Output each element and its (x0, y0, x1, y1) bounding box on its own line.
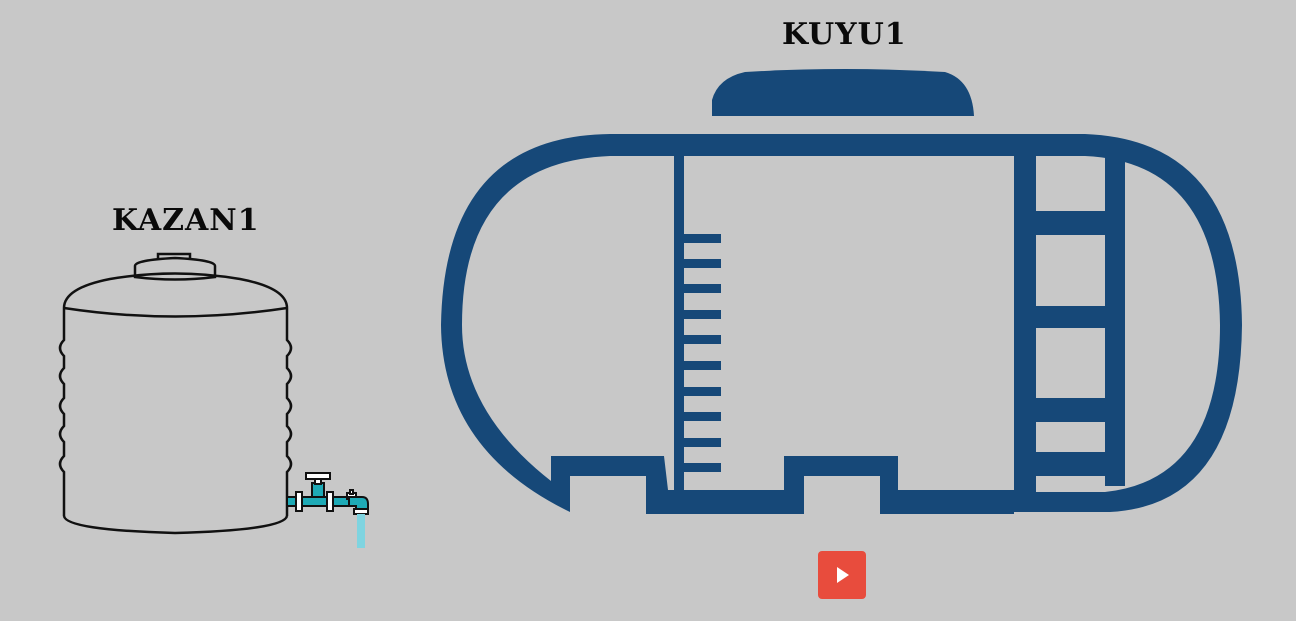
gauge-column (674, 156, 684, 494)
valve-faucet (286, 472, 369, 515)
well-tank-label: KUYU1 (782, 17, 907, 52)
boiler-tank (58, 252, 293, 535)
tank-shell (441, 134, 1242, 512)
gauge-ticks (684, 234, 721, 472)
tank-ladder (1014, 156, 1125, 512)
play-button[interactable] (818, 551, 866, 599)
tank-hatch (712, 69, 974, 116)
tank-base (551, 456, 1014, 514)
well-tank (441, 69, 1242, 514)
boiler-tank-label: KAZAN1 (112, 203, 260, 238)
water-stream (357, 514, 365, 548)
play-icon (837, 567, 849, 583)
